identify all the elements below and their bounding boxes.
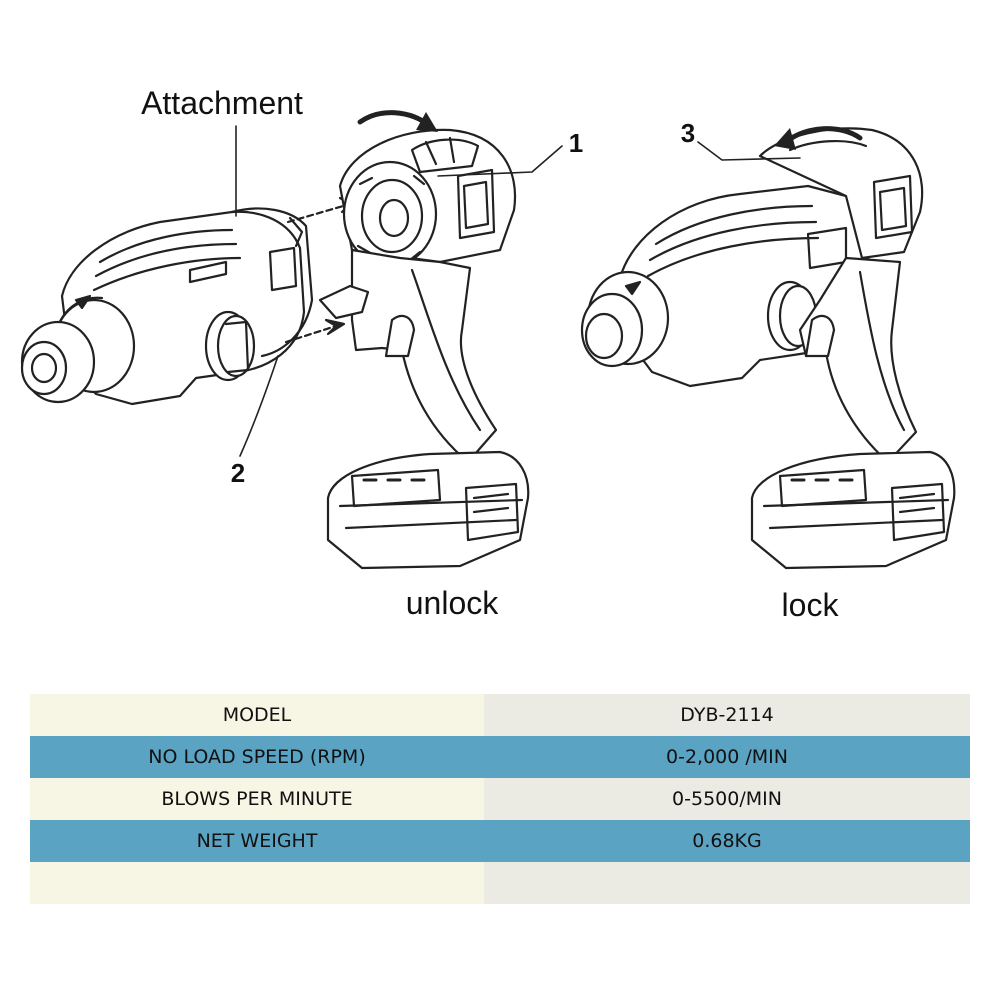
- drill-body-unlocked-illustration: [318, 128, 530, 570]
- spec-label-model: MODEL: [30, 694, 484, 736]
- spec-value-no-load-speed: 0-2,000 /MIN: [484, 736, 970, 778]
- spec-table: MODEL DYB-2114 NO LOAD SPEED (RPM) 0-2,0…: [30, 694, 970, 904]
- spec-label-blows-per-minute: BLOWS PER MINUTE: [30, 778, 484, 820]
- callout-number-1: 1: [569, 128, 583, 158]
- callout-number-3: 3: [681, 118, 695, 148]
- drill-assembled-locked-illustration: [580, 127, 956, 570]
- leader-line-3: [697, 141, 801, 161]
- table-row: NO LOAD SPEED (RPM) 0-2,000 /MIN: [30, 736, 970, 778]
- callout-number-2: 2: [231, 458, 245, 488]
- leader-line-2: [239, 355, 279, 457]
- spec-value-blows-per-minute: 0-5500/MIN: [484, 778, 970, 820]
- leader-line-1: [437, 145, 563, 177]
- assembly-diagram: Attachment 1 2 3 unlock lock: [20, 85, 956, 623]
- table-row: NET WEIGHT 0.68KG: [30, 820, 970, 862]
- spec-label-net-weight: NET WEIGHT: [30, 820, 484, 862]
- table-row: [30, 862, 970, 904]
- attachment-label: Attachment: [141, 85, 303, 121]
- spec-value-net-weight: 0.68KG: [484, 820, 970, 862]
- table-row: BLOWS PER MINUTE 0-5500/MIN: [30, 778, 970, 820]
- spec-value-model: DYB-2114: [484, 694, 970, 736]
- detached-attachment-illustration: [20, 207, 314, 406]
- spec-label-no-load-speed: NO LOAD SPEED (RPM): [30, 736, 484, 778]
- spec-value-empty: [484, 862, 970, 904]
- table-row: MODEL DYB-2114: [30, 694, 970, 736]
- lock-caption: lock: [782, 587, 840, 623]
- unlock-caption: unlock: [406, 585, 500, 621]
- spec-label-empty: [30, 862, 484, 904]
